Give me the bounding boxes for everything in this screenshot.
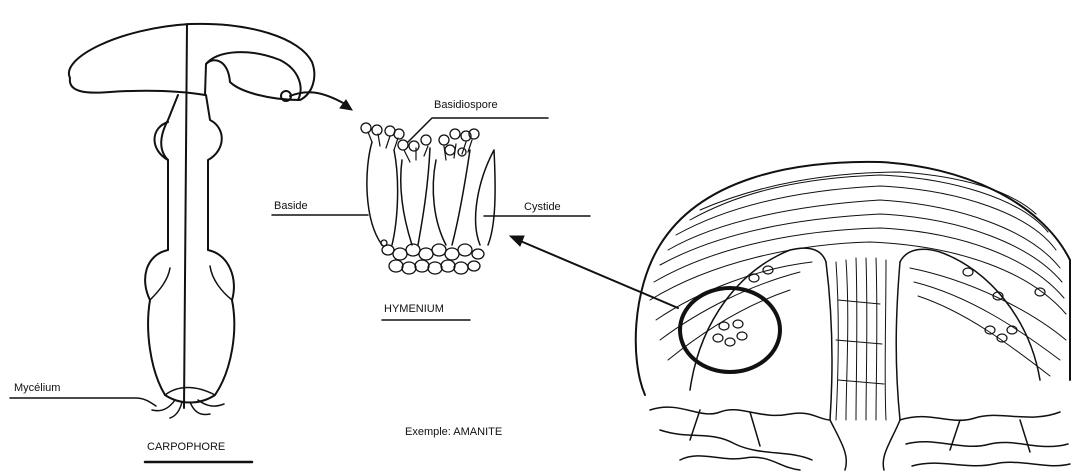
volva (145, 250, 234, 403)
baside-mid2 (433, 150, 470, 245)
cystide-label: Cystide (524, 201, 561, 213)
stipe-left (161, 95, 178, 250)
mycelium-leader (10, 398, 156, 406)
carpophore-drawing (10, 24, 352, 462)
basidiospore-leader (408, 118, 548, 142)
section-hymenium (713, 266, 1045, 346)
mycelium-label: Mycélium (14, 382, 60, 394)
baside-mid1 (401, 148, 430, 245)
carpophore-label: CARPOPHORE (147, 441, 225, 453)
sterigmata (368, 132, 472, 162)
stipe-right (206, 95, 222, 250)
example-label: Exemple: AMANITE (405, 426, 502, 438)
cystide-body (476, 150, 496, 245)
zoom-arrowhead (510, 236, 524, 246)
stipe-hyphae (836, 258, 886, 420)
cap-outline (69, 24, 314, 100)
subhymenium-cells (381, 240, 484, 274)
section-dome (636, 162, 1070, 395)
hymenium-label: HYMENIUM (384, 303, 444, 315)
cap-section-drawing (636, 162, 1070, 470)
hymenium-drawing (272, 118, 678, 320)
cap-hyphae (650, 172, 1066, 376)
highlight-circle (680, 288, 780, 372)
baside-left (367, 142, 398, 245)
stipe-centerline (184, 24, 187, 408)
section-inner-right (900, 249, 1040, 380)
baside-label: Baside (274, 200, 308, 212)
basidiospore-label: Basidiospore (434, 99, 498, 111)
mycelium-network (650, 407, 1070, 470)
volva-inner (150, 266, 232, 395)
